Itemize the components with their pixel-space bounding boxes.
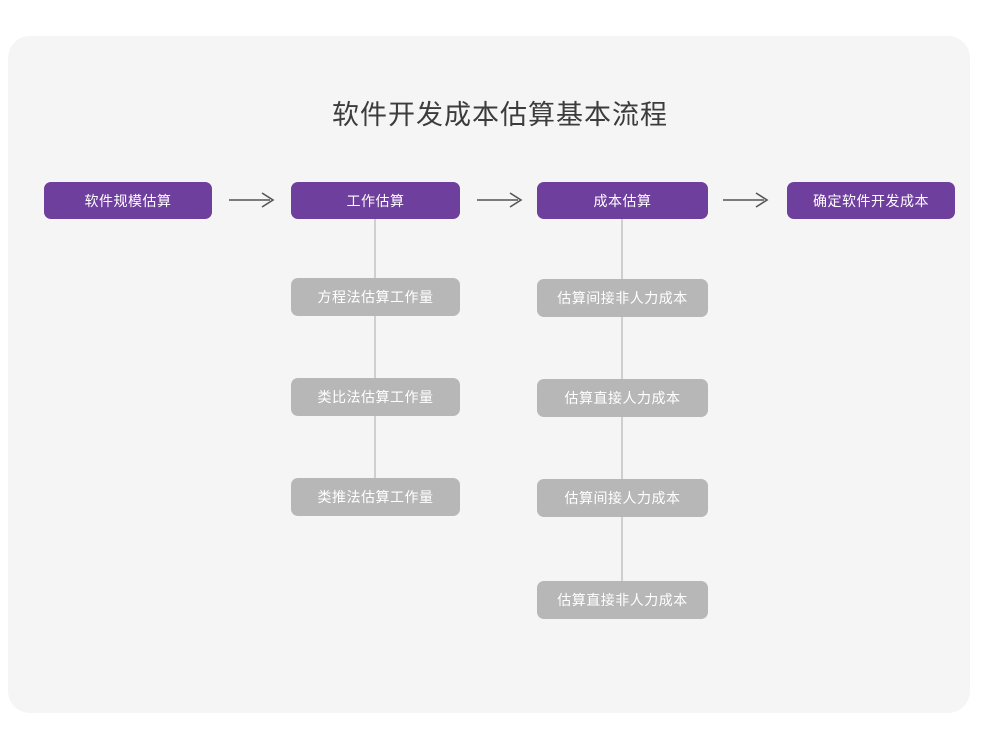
right-arrow-icon-1: [228, 191, 276, 209]
sub-step-node-stage3-4[interactable]: 估算直接非人力成本: [537, 581, 708, 619]
sub-step-node-stage2-2[interactable]: 类比法估算工作量: [291, 378, 460, 416]
sub-step-node-stage3-1[interactable]: 估算间接非人力成本: [537, 279, 708, 317]
stage-node-effort-estimation[interactable]: 工作估算: [291, 182, 460, 219]
right-arrow-icon-3: [722, 191, 770, 209]
connector-line-stage-2: [374, 219, 376, 497]
sub-step-node-stage2-3[interactable]: 类推法估算工作量: [291, 478, 460, 516]
diagram-card: [8, 36, 970, 713]
sub-step-node-stage3-2[interactable]: 估算直接人力成本: [537, 379, 708, 417]
stage-node-determine-development-cost[interactable]: 确定软件开发成本: [787, 182, 955, 219]
stage-node-software-size-estimation[interactable]: 软件规模估算: [44, 182, 212, 219]
stage-node-cost-estimation[interactable]: 成本估算: [537, 182, 708, 219]
page-title: 软件开发成本估算基本流程: [332, 100, 668, 130]
right-arrow-icon-2: [476, 191, 524, 209]
sub-step-node-stage2-1[interactable]: 方程法估算工作量: [291, 278, 460, 316]
sub-step-node-stage3-3[interactable]: 估算间接人力成本: [537, 479, 708, 517]
